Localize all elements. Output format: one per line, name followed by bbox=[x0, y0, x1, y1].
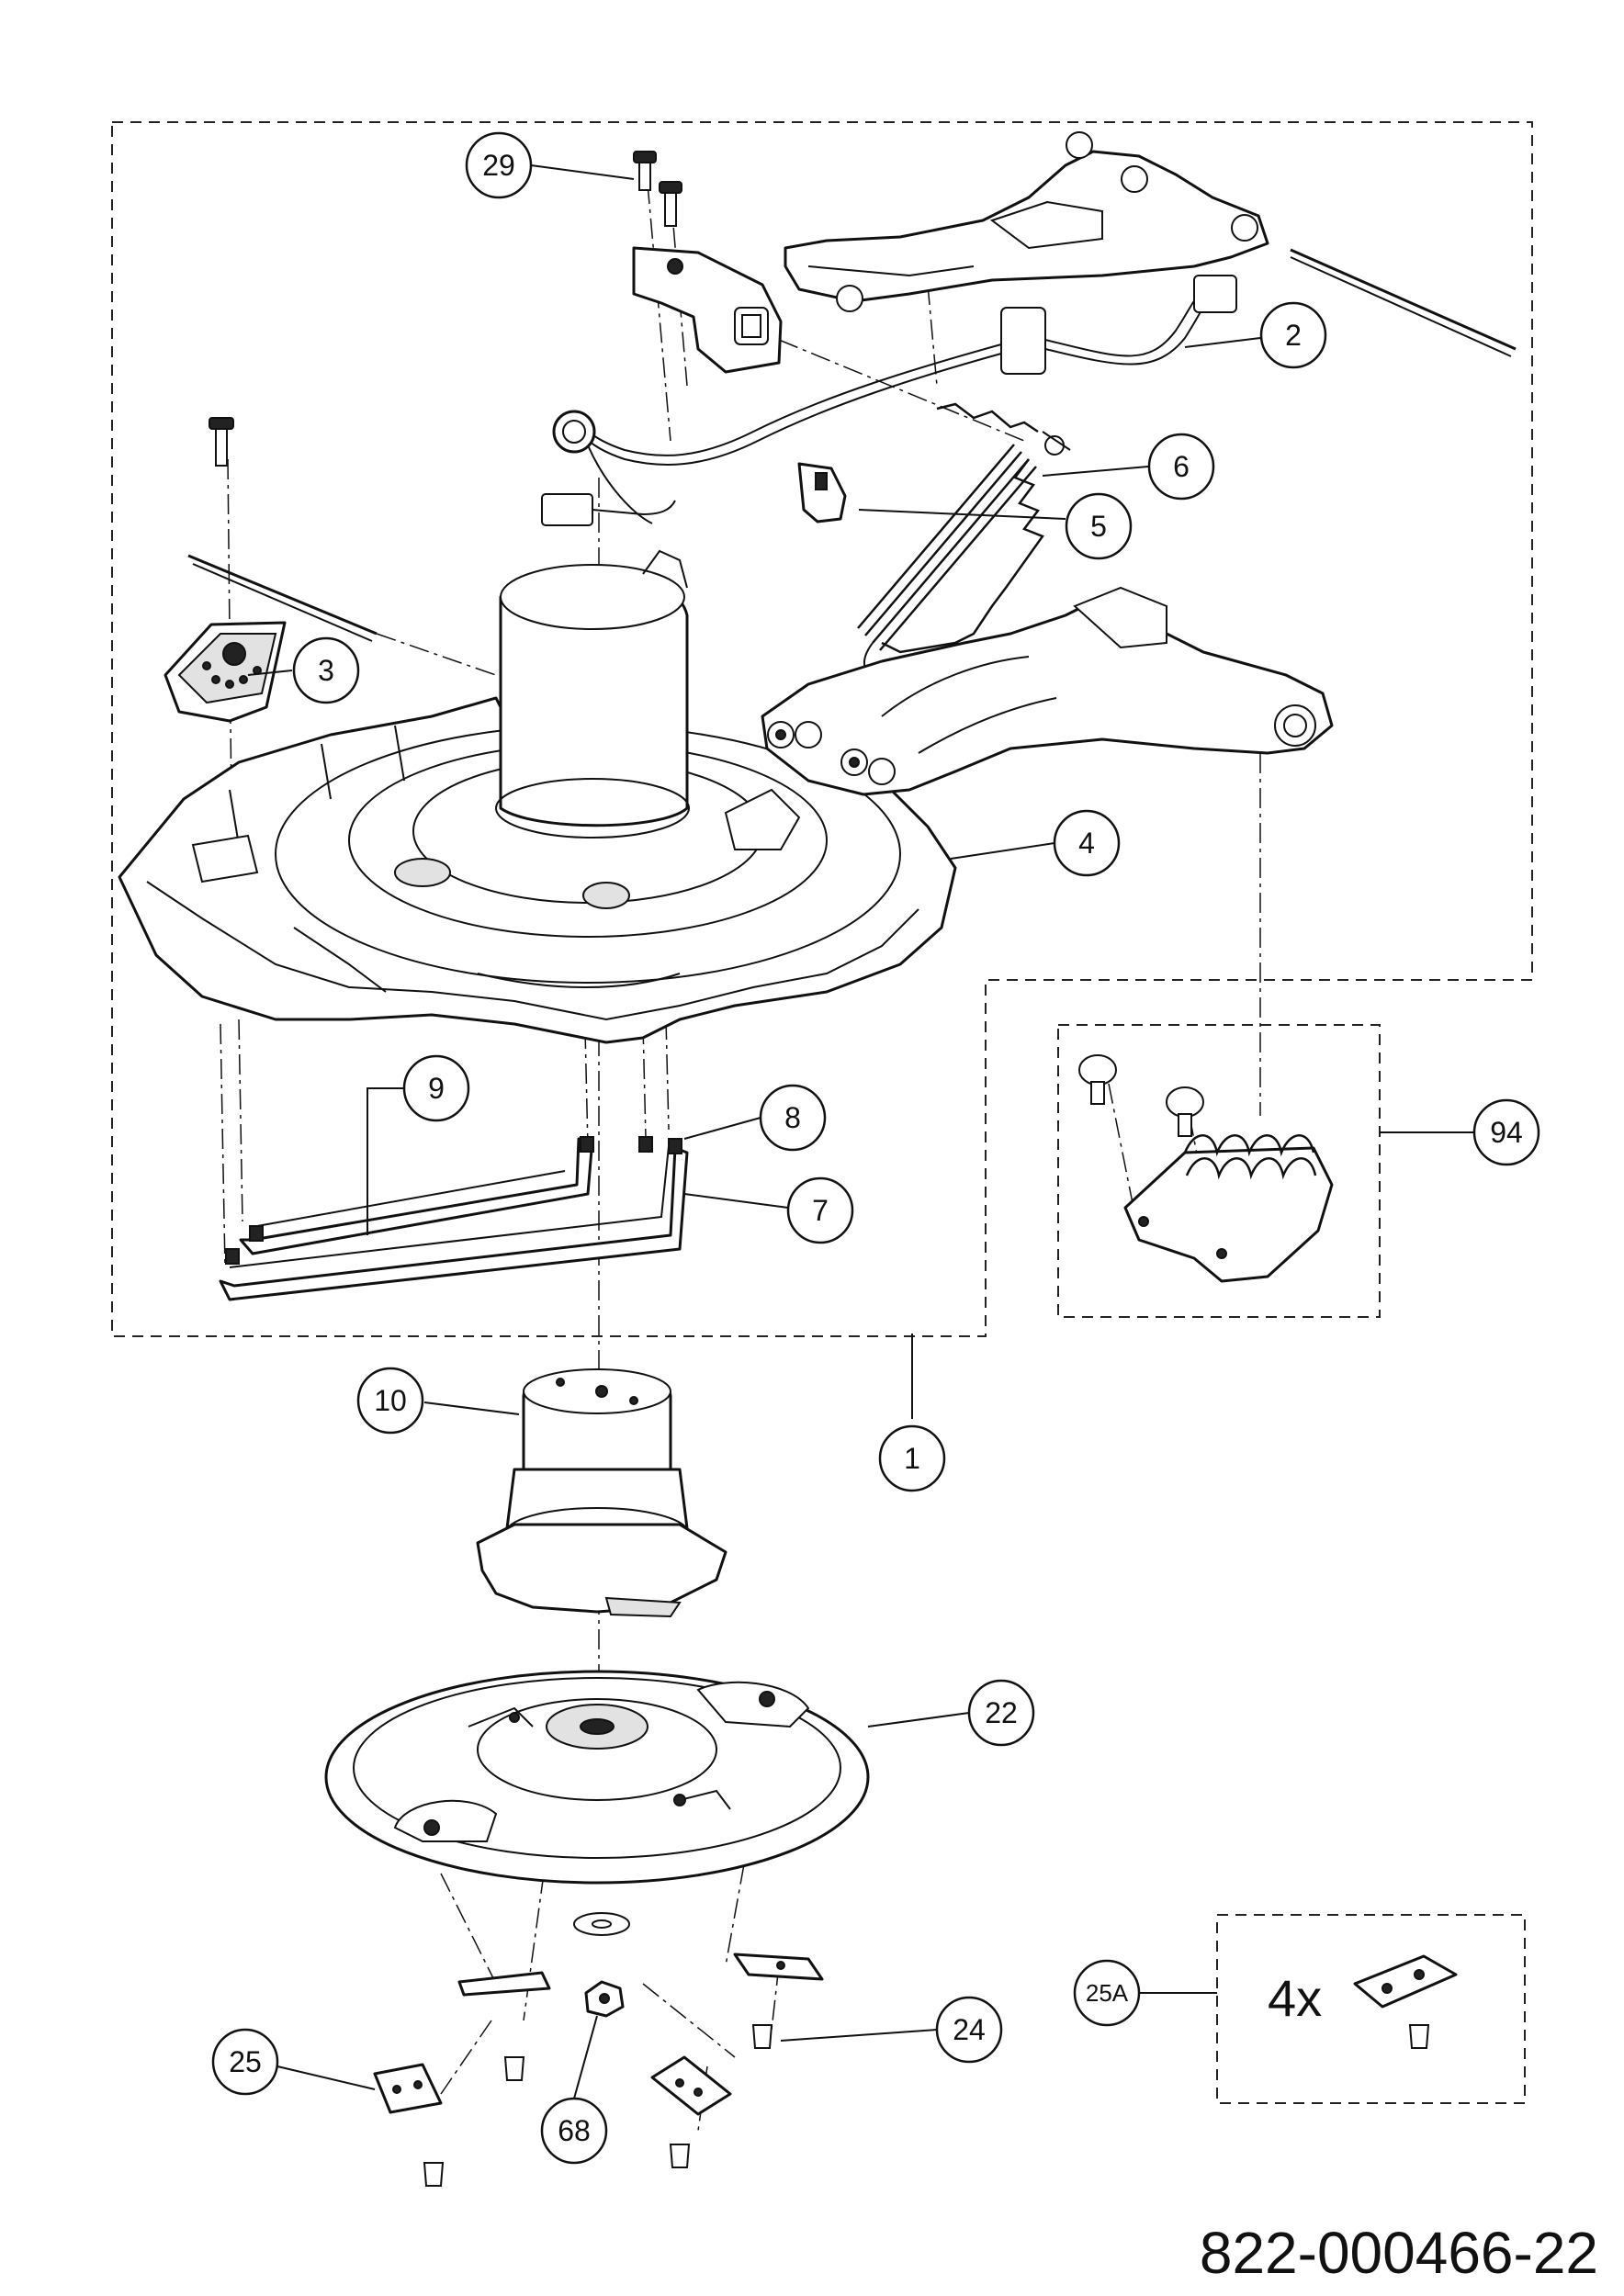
cable-harness-2 bbox=[541, 275, 1237, 526]
callout-1: 1 bbox=[878, 1424, 946, 1492]
svg-text:29: 29 bbox=[482, 149, 515, 182]
svg-text:4: 4 bbox=[1078, 827, 1095, 860]
svg-text:5: 5 bbox=[1090, 510, 1107, 543]
svg-text:10: 10 bbox=[374, 1384, 407, 1417]
svg-text:94: 94 bbox=[1490, 1116, 1523, 1149]
callout-5: 5 bbox=[1065, 492, 1133, 560]
lower-linkage-arm bbox=[761, 586, 1334, 796]
callout-25: 25 bbox=[211, 2028, 279, 2096]
screw-left bbox=[209, 417, 234, 467]
svg-text:9: 9 bbox=[428, 1072, 445, 1105]
svg-text:22: 22 bbox=[985, 1696, 1018, 1729]
assembly-1-group-box bbox=[111, 121, 1533, 1337]
motor-10 bbox=[476, 1368, 727, 1618]
leader-lines bbox=[247, 164, 1474, 2099]
callout-25a: 25A bbox=[1073, 1959, 1141, 2027]
washer bbox=[573, 1912, 630, 1936]
switch-5 bbox=[797, 462, 847, 523]
svg-text:1: 1 bbox=[904, 1442, 920, 1475]
svg-text:8: 8 bbox=[784, 1101, 801, 1134]
spring-kit-94 bbox=[1078, 1054, 1334, 1283]
main-housing-4 bbox=[118, 549, 957, 1044]
callout-3: 3 bbox=[292, 636, 360, 704]
svg-text:24: 24 bbox=[953, 2013, 986, 2046]
svg-text:25: 25 bbox=[229, 2045, 262, 2078]
kit-25a-group-box bbox=[1216, 1914, 1526, 2104]
svg-text:6: 6 bbox=[1173, 450, 1190, 483]
blade-disc-22 bbox=[324, 1670, 870, 1885]
callout-24: 24 bbox=[935, 1996, 1003, 2064]
callout-94: 94 bbox=[1472, 1098, 1540, 1166]
callout-10: 10 bbox=[356, 1367, 424, 1435]
svg-text:25A: 25A bbox=[1086, 1979, 1129, 2007]
svg-text:3: 3 bbox=[318, 654, 334, 687]
svg-text:7: 7 bbox=[812, 1194, 829, 1227]
callout-29: 29 bbox=[465, 131, 533, 199]
document-number: 822-000466-22 bbox=[1200, 2220, 1598, 2286]
callout-8: 8 bbox=[759, 1084, 827, 1152]
blade-kit-25a: 4x bbox=[1268, 1954, 1458, 2049]
callout-4: 4 bbox=[1053, 809, 1121, 877]
tube-assembly-7-9 bbox=[219, 1136, 689, 1301]
upper-pivot-rod bbox=[1290, 248, 1517, 351]
callout-7: 7 bbox=[786, 1176, 854, 1244]
switch-bracket bbox=[632, 246, 783, 374]
svg-text:68: 68 bbox=[558, 2114, 591, 2147]
callout-22: 22 bbox=[967, 1679, 1035, 1747]
blade-hardware bbox=[373, 1912, 824, 2187]
callout-2: 2 bbox=[1259, 301, 1327, 369]
screw-29-pair bbox=[633, 151, 682, 227]
upper-linkage-arm bbox=[784, 131, 1269, 312]
foot-pedal-3 bbox=[164, 621, 287, 723]
kit-quantity-label: 4x bbox=[1268, 1969, 1322, 2027]
callout-68: 68 bbox=[540, 2097, 608, 2165]
callout-9: 9 bbox=[402, 1054, 470, 1122]
callout-6: 6 bbox=[1147, 433, 1215, 501]
svg-text:2: 2 bbox=[1285, 319, 1302, 352]
lower-pivot-rod bbox=[187, 554, 378, 636]
kit-94-group-box bbox=[1057, 1024, 1381, 1318]
